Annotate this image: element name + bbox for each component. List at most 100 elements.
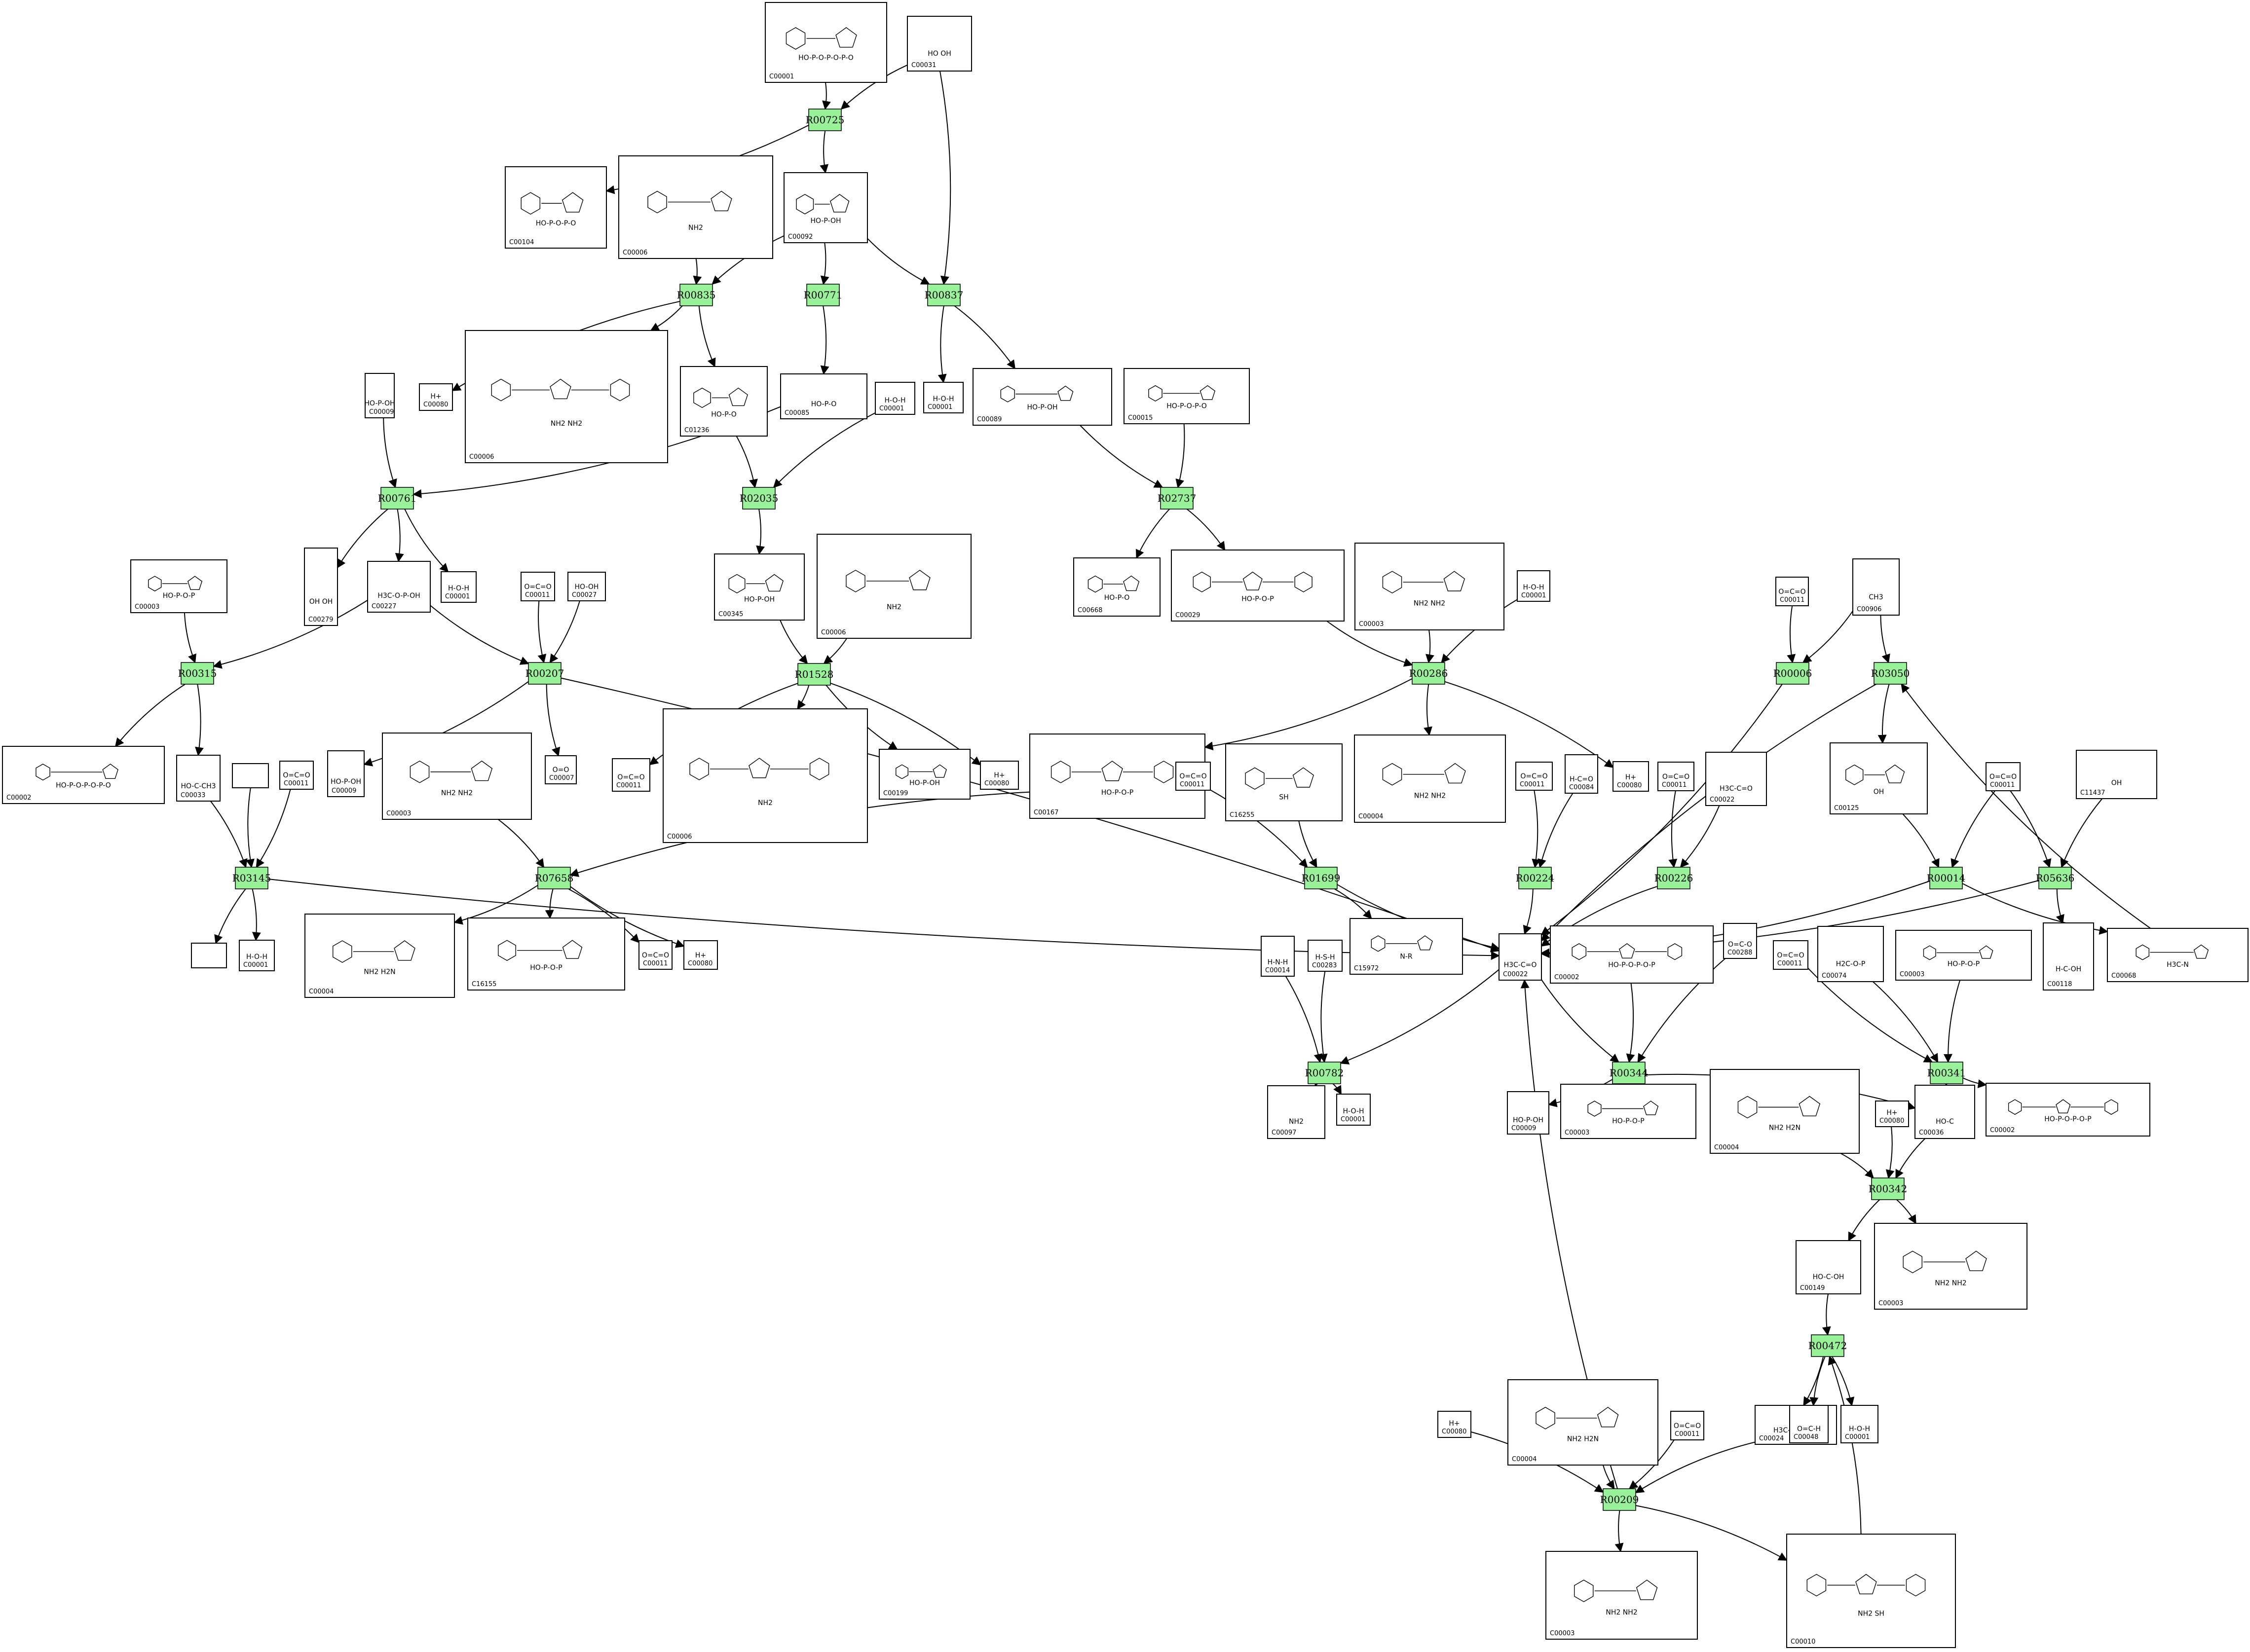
reaction-R00761[interactable]: R00761 (378, 487, 417, 510)
compound-c39[interactable]: H+C00080 (980, 761, 1019, 790)
reaction-R00006[interactable]: R00006 (1773, 662, 1812, 685)
reaction-R00014[interactable]: R00014 (1927, 867, 1966, 889)
reaction-R00341[interactable]: R00341 (1927, 1062, 1966, 1084)
reaction-R00342[interactable]: R00342 (1869, 1177, 1908, 1200)
reaction-R05636[interactable]: R05636 (2036, 867, 2075, 889)
reaction-R00207[interactable]: R00207 (525, 662, 564, 685)
reaction-R00344[interactable]: R00344 (1610, 1062, 1649, 1084)
reaction-R03050[interactable]: R03050 (1871, 662, 1910, 685)
reaction-R00226[interactable]: R00226 (1654, 867, 1693, 889)
reaction-R01528[interactable]: R01528 (795, 663, 834, 686)
reaction-R02035[interactable]: R02035 (740, 487, 779, 510)
reaction-R00209[interactable]: R00209 (1600, 1488, 1639, 1511)
compound-c57[interactable]: H+C00080 (683, 940, 718, 970)
compound-c31[interactable] (232, 763, 269, 788)
reaction-R00837[interactable]: R00837 (925, 284, 964, 306)
compound-c76[interactable]: H+C00080 (1875, 1101, 1909, 1127)
reaction-R00782[interactable]: R00782 (1305, 1062, 1344, 1084)
compound-c52[interactable] (191, 943, 227, 968)
reaction-R07658[interactable]: R07658 (535, 867, 574, 889)
reaction-R00224[interactable]: R00224 (1516, 867, 1555, 889)
reaction-R00472[interactable]: R00472 (1808, 1334, 1847, 1357)
reaction-R00725[interactable]: R00725 (806, 109, 845, 131)
reaction-R00771[interactable]: R00771 (804, 284, 843, 306)
reaction-R00835[interactable]: R00835 (677, 284, 716, 306)
reaction-R00286[interactable]: R00286 (1409, 662, 1448, 685)
reaction-R01699[interactable]: R01699 (1302, 867, 1341, 889)
reaction-R00315[interactable]: R00315 (178, 662, 217, 685)
reaction-R03145[interactable]: R03145 (232, 867, 271, 889)
compound-c44[interactable]: H+C00080 (1612, 761, 1649, 792)
